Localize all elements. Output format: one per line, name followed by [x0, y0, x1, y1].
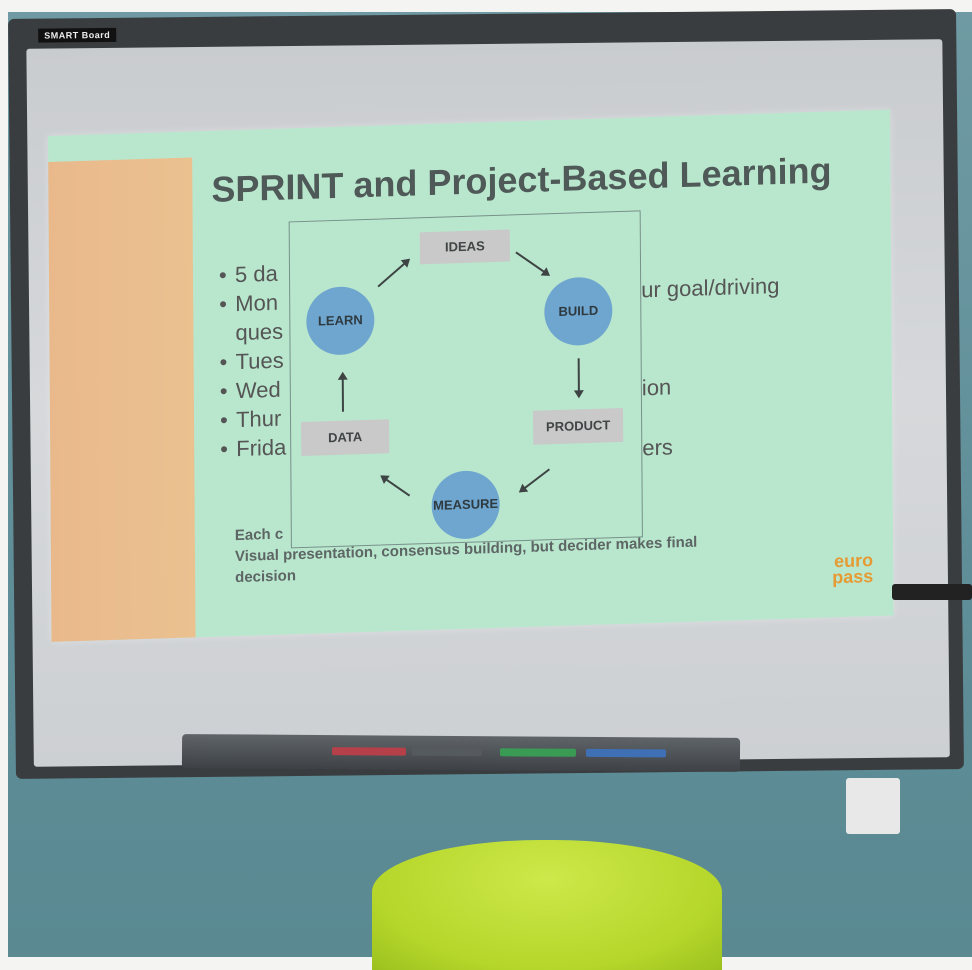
green-chair: [372, 840, 722, 970]
wall-socket: [846, 778, 900, 834]
arrow-product-to-measure: [519, 468, 551, 493]
arrow-measure-to-data: [381, 475, 411, 497]
bullet-item: •Wed: [219, 376, 281, 404]
board-brand-label: SMART Board: [38, 27, 117, 43]
bullet-fragment: ers: [642, 434, 673, 461]
bullet-item: ques: [235, 318, 284, 346]
red-marker: [331, 747, 407, 756]
bullet-item: •Tues: [219, 347, 284, 375]
bullet-item: •Thur: [219, 405, 282, 433]
bullet-item: •Frida: [220, 434, 287, 462]
green-marker: [499, 748, 577, 757]
projected-slide: SPRINT and Project-Based Learning •5 da …: [48, 109, 894, 642]
blue-marker: [585, 748, 667, 758]
node-measure: MEASURE: [431, 469, 500, 540]
black-marker: [411, 747, 483, 757]
node-data: DATA: [301, 419, 390, 457]
slide-title: SPRINT and Project-Based Learning: [211, 149, 832, 210]
projector-pointer: [892, 584, 972, 600]
bullet-item: •5 da: [218, 260, 278, 288]
lean-cycle-diagram: IDEAS BUILD PRODUCT MEASURE DATA LEARN: [288, 210, 643, 549]
bullet-item: •Mon: [219, 289, 279, 317]
bullet-fragment: ur goal/driving: [641, 273, 780, 303]
bullet-list: •5 da •Mon ques •Tues •Wed •Thur •Frida: [219, 259, 287, 464]
node-build: BUILD: [544, 276, 613, 347]
arrow-ideas-to-build: [515, 251, 550, 276]
europass-logo: euro pass: [832, 550, 874, 588]
node-ideas: IDEAS: [419, 229, 510, 265]
node-learn: LEARN: [306, 285, 375, 356]
marker-tray: [181, 734, 741, 772]
bullet-fragment: ion: [641, 374, 672, 401]
arrow-build-to-product: [577, 358, 580, 397]
arrow-learn-to-ideas: [377, 259, 410, 288]
arrow-data-to-learn: [341, 373, 344, 412]
slide-accent-bar: [48, 157, 196, 642]
node-product: PRODUCT: [533, 407, 624, 445]
